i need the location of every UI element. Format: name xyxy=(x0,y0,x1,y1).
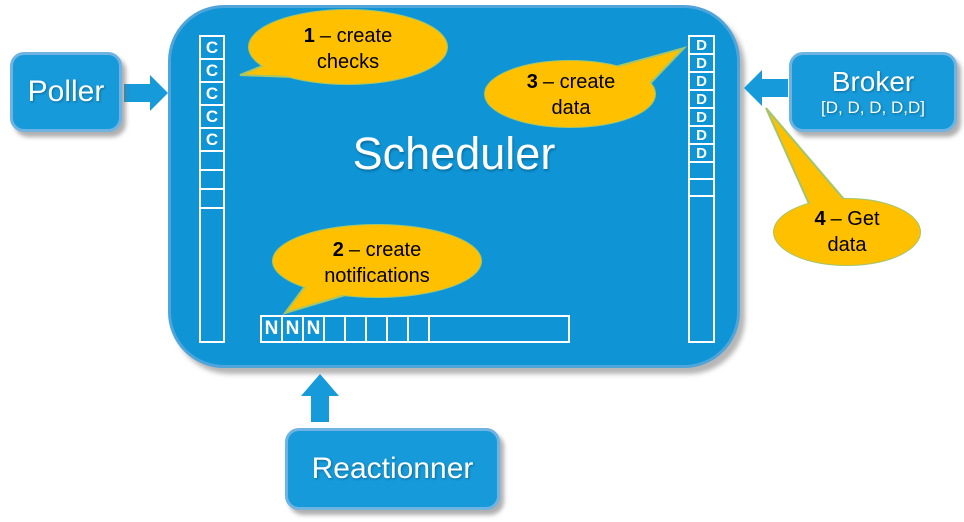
broker-box: Broker [D, D, D, D,D] xyxy=(789,52,957,132)
notification-cell: N xyxy=(281,315,304,343)
check-queue: C C C C C xyxy=(199,35,225,343)
notification-cell: N xyxy=(302,315,325,343)
check-cell: C xyxy=(199,58,225,83)
callout-2-number: 2 xyxy=(332,239,344,261)
notification-cell-empty xyxy=(365,315,388,343)
data-cell: D xyxy=(688,71,715,91)
poller-box: Poller xyxy=(10,52,122,132)
broker-label: Broker xyxy=(831,66,915,97)
poller-label: Poller xyxy=(27,75,105,108)
callout-4-number: 4 xyxy=(814,208,826,230)
notification-cell-empty xyxy=(386,315,409,343)
data-cell: D xyxy=(688,125,715,145)
scheduler-title: Scheduler xyxy=(352,128,556,179)
callout-1-number: 1 xyxy=(303,25,315,47)
check-cell-empty xyxy=(199,150,225,171)
data-queue: D D D D D D D xyxy=(688,35,715,343)
callout-3-number: 3 xyxy=(526,71,538,93)
check-cell: C xyxy=(199,104,225,129)
reactionner-box: Reactionner xyxy=(285,428,500,510)
check-cell-tall-empty xyxy=(199,207,225,343)
notification-cell: N xyxy=(260,315,283,343)
arrow-up-icon xyxy=(301,374,339,422)
data-cell: D xyxy=(688,143,715,163)
check-cell: C xyxy=(199,35,225,60)
data-cell: D xyxy=(688,53,715,73)
check-cell: C xyxy=(199,81,225,106)
notification-cell-empty xyxy=(323,315,346,343)
notification-cell-long-empty xyxy=(428,315,570,343)
arrow-right-icon xyxy=(124,75,168,111)
notification-queue: N N N xyxy=(260,315,570,343)
data-cell: D xyxy=(688,107,715,127)
callout-2-text: 2– create notifications xyxy=(324,239,430,287)
check-cell-empty xyxy=(199,169,225,190)
reactionner-label: Reactionner xyxy=(311,452,474,485)
data-cell-tall-empty xyxy=(688,195,715,343)
arrow-left-icon xyxy=(744,70,788,106)
broker-sublabel: [D, D, D, D,D] xyxy=(821,98,925,117)
check-cell-empty xyxy=(199,188,225,209)
data-cell: D xyxy=(688,89,715,109)
notification-cell-empty xyxy=(344,315,367,343)
callout-4-text: 4– Get data xyxy=(814,208,880,256)
notification-cell-empty xyxy=(407,315,430,343)
callout-3-text: 3– create data xyxy=(526,71,616,119)
check-cell: C xyxy=(199,127,225,152)
data-cell: D xyxy=(688,35,715,55)
callout-1-text: 1– create checks xyxy=(303,25,393,73)
